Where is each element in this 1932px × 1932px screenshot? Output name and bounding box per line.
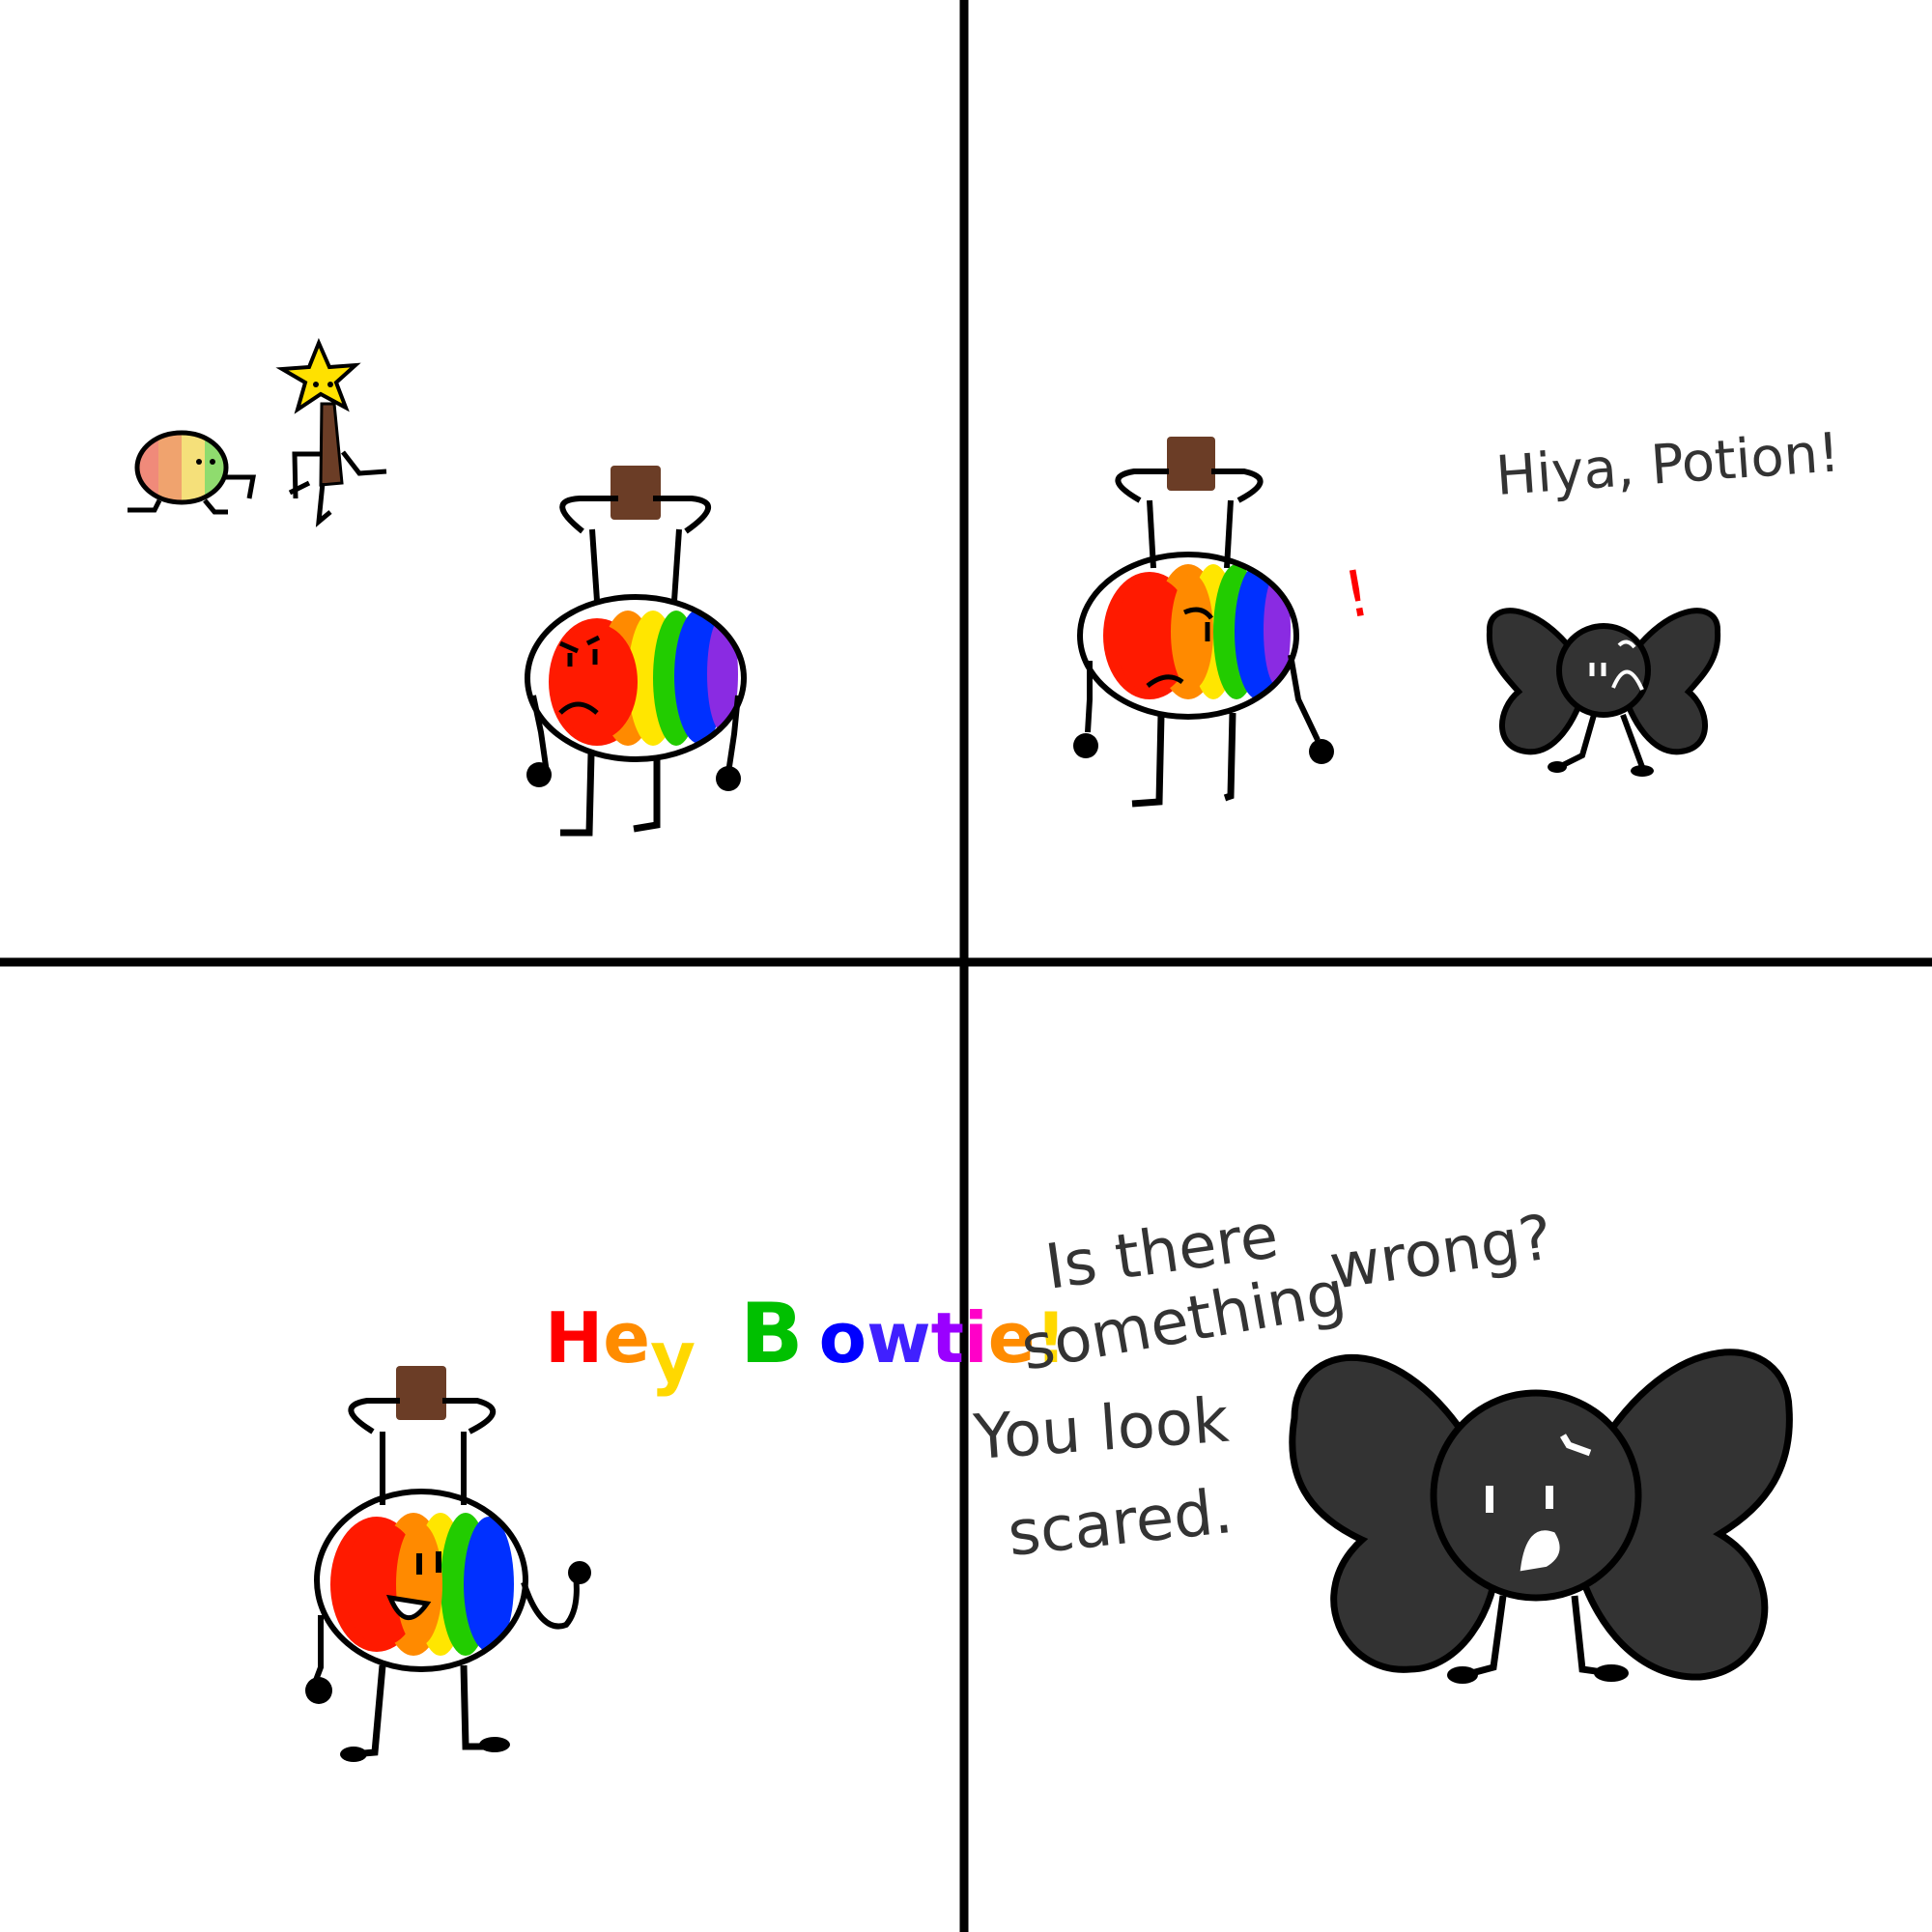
bowtie-character-large [1289, 1349, 1793, 1684]
panel-1 [128, 337, 747, 837]
star-wand-character [275, 337, 387, 527]
bowtie-character-small [1486, 608, 1721, 777]
speech-letter: B [740, 1286, 804, 1382]
rainbow-blob-character [128, 430, 256, 515]
potion-character-happy [305, 1366, 591, 1762]
speech-letter: e [988, 1297, 1036, 1378]
speech-letter: t [931, 1297, 964, 1378]
speech-wrong: wrong? [1325, 1202, 1557, 1304]
potion-character [525, 466, 747, 837]
panel-2: ! Hiya, Potion! [1073, 421, 1842, 808]
speech-letter: y [650, 1317, 696, 1398]
speech-letter: w [867, 1297, 931, 1378]
speech-scared: scared. [1005, 1476, 1236, 1571]
speech-letter: o [819, 1297, 867, 1378]
speech-you-look: You look [971, 1385, 1231, 1474]
speech-letter: e [603, 1297, 650, 1378]
panel-4: Is there wrong? something You look scare… [971, 1201, 1793, 1684]
exclamation-mark: ! [1338, 555, 1376, 633]
potion-character-surprised [1073, 437, 1334, 808]
speech-letter: ! [1036, 1297, 1067, 1378]
speech-letter: H [545, 1297, 603, 1378]
speech-letter: i [964, 1297, 988, 1378]
speech-hiya-potion: Hiya, Potion! [1493, 421, 1841, 508]
